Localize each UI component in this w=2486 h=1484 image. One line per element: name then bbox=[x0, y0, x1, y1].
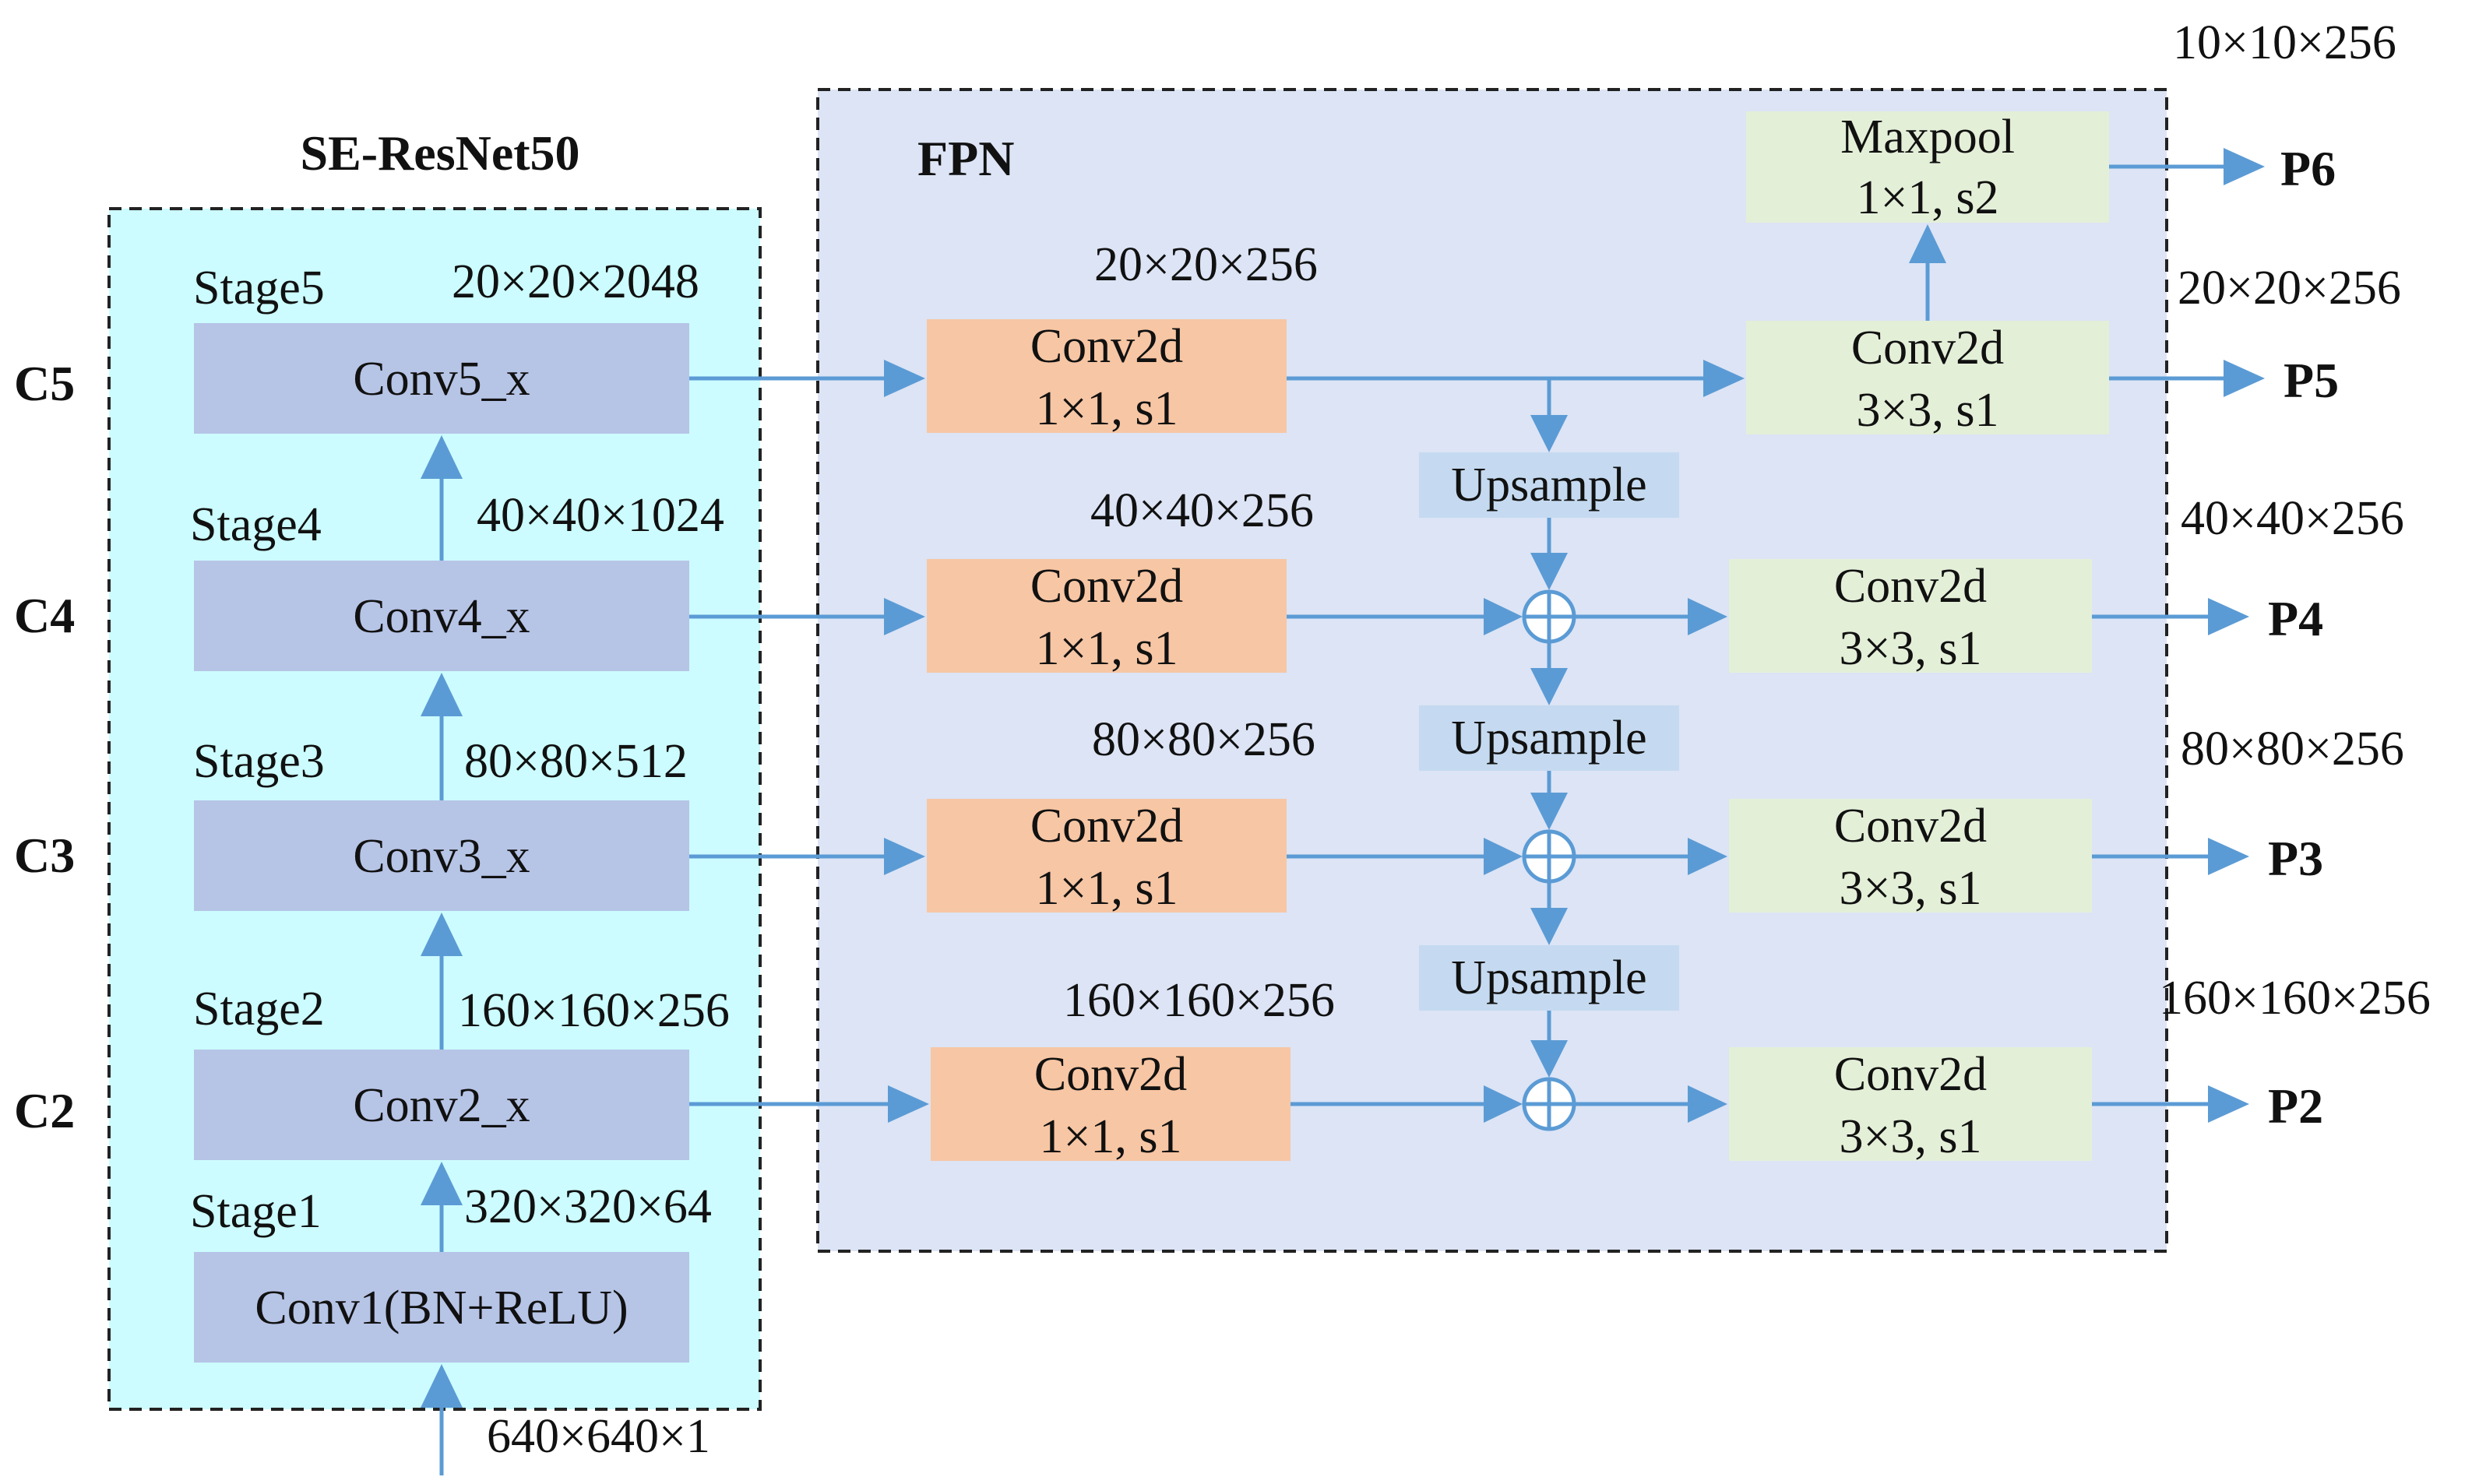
maxpool-box: Maxpool 1×1, s2 bbox=[1746, 111, 2109, 224]
tap-c5: C5 bbox=[14, 356, 75, 411]
input-dim: 640×640×1 bbox=[487, 1410, 710, 1463]
svg-text:1×1, s2: 1×1, s2 bbox=[1856, 171, 1998, 224]
svg-text:Conv2d: Conv2d bbox=[1834, 800, 1987, 853]
svg-text:1×1, s1: 1×1, s1 bbox=[1035, 862, 1178, 915]
stage1-dim: 320×320×64 bbox=[464, 1180, 712, 1233]
stage2-dim: 160×160×256 bbox=[458, 984, 730, 1037]
lateral-conv-p3: Conv2d 1×1, s1 80×80×256 bbox=[927, 713, 1315, 915]
svg-text:Maxpool: Maxpool bbox=[1840, 111, 2015, 164]
svg-text:Upsample: Upsample bbox=[1451, 712, 1646, 765]
svg-text:1×1, s1: 1×1, s1 bbox=[1039, 1110, 1181, 1163]
stage5-dim: 20×20×2048 bbox=[452, 255, 699, 308]
sum-node-p4 bbox=[1522, 589, 1576, 644]
svg-text:Conv2d: Conv2d bbox=[1030, 560, 1183, 613]
stage4-label: Stage4 bbox=[190, 498, 322, 551]
lateral-conv-p4: Conv2d 1×1, s1 40×40×256 bbox=[927, 484, 1314, 675]
out-p5: P5 bbox=[2284, 353, 2339, 408]
conv4-box bbox=[194, 561, 689, 671]
backbone-arrows bbox=[421, 435, 463, 1475]
stage-2: Conv2_x Stage2 160×160×256 C2 bbox=[14, 983, 730, 1160]
stage3-label: Stage3 bbox=[193, 735, 325, 788]
stage4-dim: 40×40×1024 bbox=[477, 489, 724, 542]
svg-text:3×3, s1: 3×3, s1 bbox=[1839, 862, 1981, 915]
conv5-label: Conv5_x bbox=[353, 353, 530, 406]
upsample-3: Upsample bbox=[1419, 945, 1679, 1011]
dim-p2: 160×160×256 bbox=[2159, 972, 2431, 1025]
upsample-2: Upsample bbox=[1419, 705, 1679, 771]
stage-5: Conv5_x Stage5 20×20×2048 C5 bbox=[14, 255, 699, 434]
conv3-box bbox=[194, 800, 689, 911]
out-p3: P3 bbox=[2268, 831, 2323, 886]
out-p4: P4 bbox=[2268, 591, 2323, 646]
stage1-label: Stage1 bbox=[190, 1185, 322, 1238]
conv3-label: Conv3_x bbox=[353, 830, 530, 883]
conv2-label: Conv2_x bbox=[353, 1079, 530, 1132]
dim-p6: 10×10×256 bbox=[2173, 16, 2396, 69]
svg-text:3×3, s1: 3×3, s1 bbox=[1839, 622, 1981, 675]
tap-c4: C4 bbox=[14, 588, 75, 643]
stage-4: Conv4_x Stage4 40×40×1024 C4 bbox=[14, 489, 724, 671]
sum-node-p2 bbox=[1522, 1077, 1576, 1131]
svg-text:Conv2d: Conv2d bbox=[1851, 322, 2004, 375]
conv2-box bbox=[194, 1050, 689, 1160]
sum-node-p3 bbox=[1522, 829, 1576, 884]
svg-text:3×3, s1: 3×3, s1 bbox=[1856, 384, 1998, 437]
svg-text:Conv2d: Conv2d bbox=[1030, 320, 1183, 373]
svg-text:Conv2d: Conv2d bbox=[1034, 1048, 1187, 1101]
conv1-label: Conv1(BN+ReLU) bbox=[255, 1282, 628, 1335]
stage-1: Conv1(BN+ReLU) Stage1 320×320×64 bbox=[190, 1180, 712, 1363]
dim-p5: 20×20×256 bbox=[2178, 262, 2401, 315]
svg-text:1×1, s1: 1×1, s1 bbox=[1035, 382, 1178, 435]
backbone-title: SE-ResNet50 bbox=[300, 125, 579, 181]
output-labels: P6 10×10×256 P5 20×20×256 P4 40×40×256 P… bbox=[2159, 16, 2431, 1134]
tap-c2: C2 bbox=[14, 1083, 75, 1138]
dim-p3: 80×80×256 bbox=[2181, 723, 2404, 775]
svg-text:Conv2d: Conv2d bbox=[1030, 800, 1183, 853]
fpn-arrows bbox=[689, 148, 2265, 1123]
fpn-title: FPN bbox=[917, 131, 1014, 186]
stage2-label: Stage2 bbox=[193, 983, 325, 1036]
svg-text:1×1, s1: 1×1, s1 bbox=[1035, 622, 1178, 675]
svg-text:Upsample: Upsample bbox=[1451, 459, 1646, 512]
lateral-dim-p4: 40×40×256 bbox=[1090, 484, 1314, 537]
dim-p4: 40×40×256 bbox=[2181, 492, 2404, 545]
out-p2: P2 bbox=[2268, 1078, 2323, 1134]
upsample-1: Upsample bbox=[1419, 452, 1679, 518]
lateral-dim-p5: 20×20×256 bbox=[1094, 238, 1318, 291]
output-conv-p4: Conv2d 3×3, s1 bbox=[1729, 559, 2092, 675]
svg-text:Conv2d: Conv2d bbox=[1834, 560, 1987, 613]
svg-text:Conv2d: Conv2d bbox=[1834, 1048, 1987, 1101]
stage-3: Conv3_x Stage3 80×80×512 C3 bbox=[14, 735, 689, 911]
lateral-conv-p5: Conv2d 1×1, s1 20×20×256 bbox=[927, 238, 1318, 435]
output-conv-p5: Conv2d 3×3, s1 bbox=[1746, 321, 2109, 437]
output-conv-p2: Conv2d 3×3, s1 bbox=[1729, 1047, 2092, 1163]
lateral-dim-p2: 160×160×256 bbox=[1063, 974, 1335, 1027]
conv5-box bbox=[194, 323, 689, 434]
conv4-label: Conv4_x bbox=[353, 590, 530, 643]
svg-text:Upsample: Upsample bbox=[1451, 951, 1646, 1004]
stage3-dim: 80×80×512 bbox=[464, 735, 688, 788]
stage5-label: Stage5 bbox=[193, 262, 325, 315]
output-conv-p3: Conv2d 3×3, s1 bbox=[1729, 799, 2092, 915]
lateral-dim-p3: 80×80×256 bbox=[1092, 713, 1315, 766]
tap-c3: C3 bbox=[14, 828, 75, 883]
svg-text:3×3, s1: 3×3, s1 bbox=[1839, 1110, 1981, 1163]
lateral-conv-p2: Conv2d 1×1, s1 160×160×256 bbox=[931, 974, 1335, 1163]
conv1-box bbox=[194, 1252, 689, 1363]
out-p6: P6 bbox=[2280, 141, 2336, 196]
